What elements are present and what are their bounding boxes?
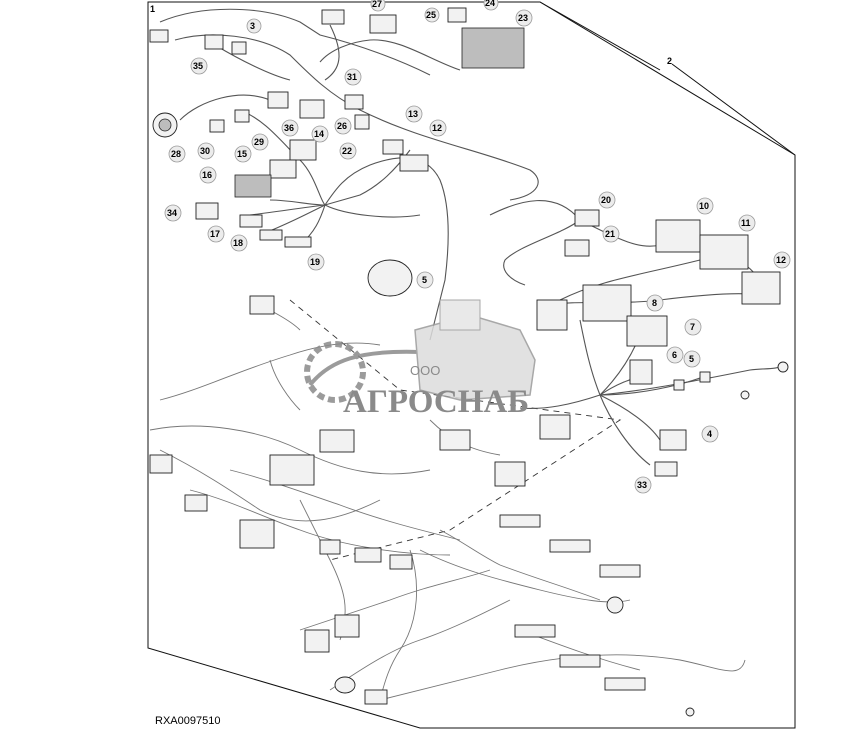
callout-25: 24 bbox=[483, 0, 499, 11]
watermark-company-name: АГРОСНАБ bbox=[343, 384, 529, 420]
callout-24: 23 bbox=[515, 9, 533, 27]
callout-1-leader-b bbox=[671, 63, 796, 156]
callout-10: 10 bbox=[696, 197, 714, 215]
svg-text:3: 3 bbox=[250, 21, 255, 31]
callout-8: 8 bbox=[646, 294, 664, 312]
svg-text:28: 28 bbox=[171, 149, 181, 159]
callout-36: 36 bbox=[281, 119, 299, 137]
svg-text:1: 1 bbox=[150, 4, 155, 14]
svg-text:8: 8 bbox=[652, 298, 657, 308]
svg-text:26: 26 bbox=[337, 121, 347, 131]
callout-18: 17 bbox=[207, 225, 225, 243]
svg-text:27: 27 bbox=[372, 0, 382, 9]
callout-26: 25 bbox=[424, 7, 440, 23]
callout-27: 26 bbox=[334, 117, 352, 135]
callout-17: 16 bbox=[199, 166, 217, 184]
svg-text:29: 29 bbox=[254, 137, 264, 147]
callout-14: 13 bbox=[405, 105, 423, 123]
callout-22: 21 bbox=[602, 225, 620, 243]
svg-text:24: 24 bbox=[485, 0, 495, 8]
svg-text:30: 30 bbox=[200, 146, 210, 156]
upper-harness bbox=[159, 8, 786, 466]
callout-6: 6 bbox=[666, 346, 684, 364]
callout-2: 3 bbox=[246, 18, 262, 34]
svg-text:18: 18 bbox=[233, 238, 243, 248]
svg-text:36: 36 bbox=[284, 123, 294, 133]
svg-text:20: 20 bbox=[601, 195, 611, 205]
lower-components bbox=[149, 295, 695, 717]
svg-text:22: 22 bbox=[342, 146, 352, 156]
svg-text:34: 34 bbox=[167, 208, 177, 218]
callout-21: 20 bbox=[598, 191, 616, 209]
svg-text:33: 33 bbox=[637, 480, 647, 490]
figure-reference-code: RXA0097510 bbox=[155, 715, 220, 727]
callout-30: 29 bbox=[251, 133, 269, 151]
callout-29: 28 bbox=[168, 145, 186, 163]
section-divider bbox=[289, 299, 622, 561]
callout-1-leader bbox=[539, 1, 661, 71]
svg-text:2: 2 bbox=[667, 56, 672, 66]
svg-text:17: 17 bbox=[210, 229, 220, 239]
callout-28: 27 bbox=[370, 0, 386, 12]
callout-5-left: 5 bbox=[416, 271, 434, 289]
svg-text:35: 35 bbox=[193, 61, 203, 71]
callout-7: 7 bbox=[684, 318, 702, 336]
svg-text:5: 5 bbox=[422, 275, 427, 285]
svg-text:11: 11 bbox=[741, 218, 751, 228]
svg-text:21: 21 bbox=[605, 229, 615, 239]
callout-33: 33 bbox=[634, 476, 652, 494]
svg-text:14: 14 bbox=[314, 129, 324, 139]
callout-5-right: 5 bbox=[683, 350, 701, 368]
svg-text:31: 31 bbox=[347, 72, 357, 82]
callout-15: 14 bbox=[311, 125, 329, 143]
callout-19: 18 bbox=[230, 234, 248, 252]
callout-1: 2 bbox=[667, 56, 672, 66]
svg-text:13: 13 bbox=[408, 109, 418, 119]
upper-components bbox=[149, 7, 789, 477]
svg-text:7: 7 bbox=[690, 322, 695, 332]
watermark-logo bbox=[304, 299, 536, 403]
svg-text:19: 19 bbox=[310, 257, 320, 267]
callout-35: 35 bbox=[190, 57, 208, 75]
svg-text:23: 23 bbox=[518, 13, 528, 23]
watermark-prefix: ООО bbox=[410, 363, 440, 378]
callout-11: 11 bbox=[738, 214, 756, 232]
callout-16: 15 bbox=[234, 145, 252, 163]
svg-text:10: 10 bbox=[699, 201, 709, 211]
svg-text:15: 15 bbox=[237, 149, 247, 159]
svg-text:6: 6 bbox=[672, 350, 677, 360]
svg-text:4: 4 bbox=[707, 429, 712, 439]
callout-32: 31 bbox=[344, 68, 362, 86]
svg-text:25: 25 bbox=[426, 10, 436, 20]
svg-text:5: 5 bbox=[689, 354, 694, 364]
callout-23: 22 bbox=[339, 142, 357, 160]
callout-31: 30 bbox=[197, 142, 215, 160]
callout-12: 12 bbox=[773, 251, 791, 269]
callout-13: 12 bbox=[429, 119, 447, 137]
callout-20: 19 bbox=[307, 253, 325, 271]
svg-text:12: 12 bbox=[776, 255, 786, 265]
callout-3: 1 bbox=[150, 4, 155, 14]
svg-text:12: 12 bbox=[432, 123, 442, 133]
callout-34: 34 bbox=[164, 204, 182, 222]
svg-text:16: 16 bbox=[202, 170, 212, 180]
callout-4: 4 bbox=[701, 425, 719, 443]
